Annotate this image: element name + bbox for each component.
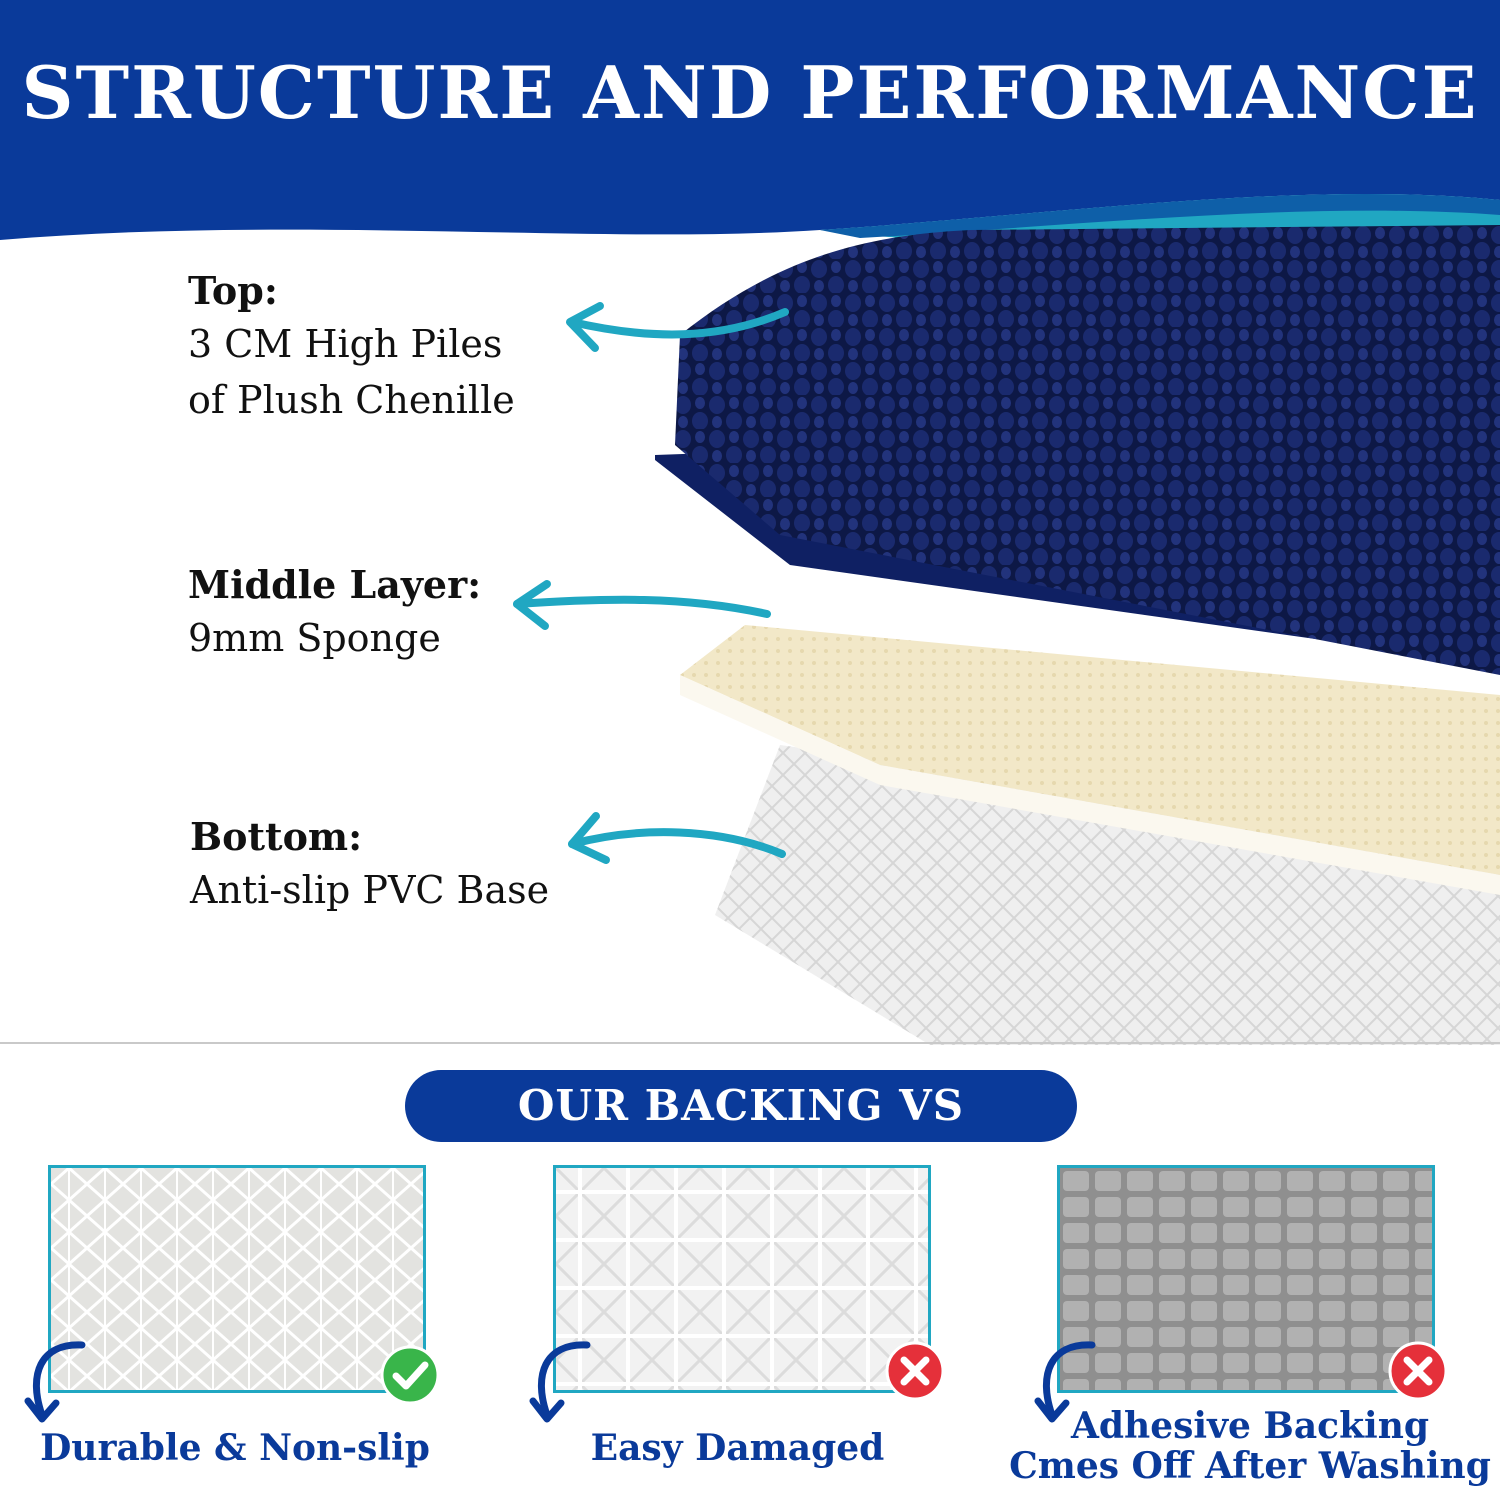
- backing-texture-image: [1060, 1168, 1432, 1390]
- section-divider: [0, 1042, 1500, 1044]
- layer-description: Anti-slip PVC Base: [190, 868, 550, 912]
- card-label-line: Cmes Off After Washing: [1009, 1445, 1491, 1487]
- layer-description: 3 CM High Piles: [188, 322, 503, 366]
- header-banner: [0, 0, 1500, 300]
- backing-card-ours: [48, 1165, 426, 1393]
- layer-description: 9mm Sponge: [188, 616, 441, 660]
- backing-texture-image: [51, 1168, 423, 1390]
- arrow-left-icon: [566, 302, 789, 352]
- check-icon: [380, 1345, 440, 1405]
- comparison-heading: OUR BACKING VS OTHERS: [405, 1070, 1077, 1202]
- layer-label-middle: Middle Layer: 9mm Sponge: [188, 560, 481, 666]
- card-label-other-1: Easy Damaged: [540, 1428, 935, 1468]
- layer-description: of Plush Chenille: [188, 378, 515, 422]
- card-label-ours: Durable & Non-slip: [30, 1428, 440, 1468]
- card-label-line: Easy Damaged: [590, 1427, 885, 1469]
- card-label-line: Durable & Non-slip: [40, 1427, 430, 1469]
- backing-card-other-1: [553, 1165, 931, 1393]
- layer-title: Top:: [188, 268, 278, 313]
- layer-label-bottom: Bottom: Anti-slip PVC Base: [190, 812, 549, 918]
- cross-icon: [1388, 1341, 1448, 1401]
- layer-label-top: Top: 3 CM High Piles of Plush Chenille: [188, 266, 515, 428]
- backing-texture-image: [556, 1168, 928, 1390]
- layer-title: Middle Layer:: [188, 562, 482, 607]
- layer-title: Bottom:: [190, 814, 363, 859]
- backing-card-other-2: [1057, 1165, 1435, 1393]
- curved-arrow-icon: [24, 1341, 86, 1423]
- card-label-line: Adhesive Backing: [1070, 1405, 1430, 1447]
- bath-mat-layers-image: [655, 225, 1500, 1045]
- arrow-left-icon: [513, 580, 771, 630]
- arrow-left-icon: [568, 812, 786, 864]
- page-title: STRUCTURE AND PERFORMANCE: [21, 50, 1479, 135]
- card-label-other-2: Adhesive Backing Cmes Off After Washing: [1008, 1406, 1492, 1486]
- curved-arrow-icon: [1034, 1341, 1096, 1423]
- curved-arrow-icon: [529, 1341, 591, 1423]
- cross-icon: [885, 1341, 945, 1401]
